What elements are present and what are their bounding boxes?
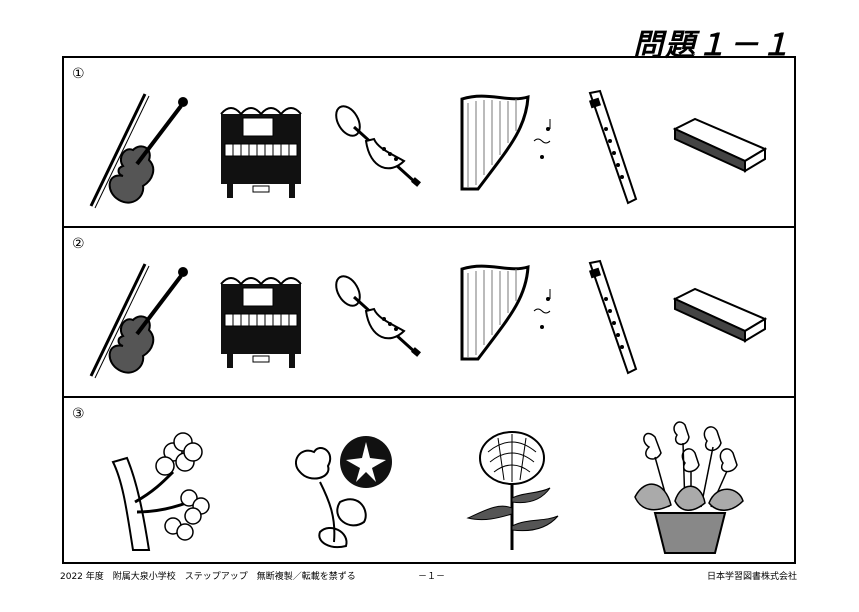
morning-glory-icon[interactable]: [280, 422, 400, 552]
recorder-icon[interactable]: [576, 259, 646, 379]
trumpet-icon[interactable]: [330, 269, 430, 369]
piano-icon[interactable]: [211, 264, 311, 374]
cyclamen-icon[interactable]: [625, 417, 755, 557]
row-number: ③: [72, 406, 85, 422]
harmonica-icon[interactable]: [665, 279, 775, 359]
question-row-3: ③: [64, 398, 794, 562]
row-number: ②: [72, 236, 85, 252]
piano-icon[interactable]: [211, 94, 311, 204]
question-row-1: ①: [64, 58, 794, 228]
question-row-2: ②: [64, 228, 794, 398]
violin-icon[interactable]: [83, 254, 193, 384]
page-number: －１－: [418, 572, 446, 582]
cherry-blossom-icon[interactable]: [103, 422, 223, 552]
trumpet-icon[interactable]: [330, 99, 430, 199]
harp-icon[interactable]: [448, 259, 558, 379]
violin-icon[interactable]: [83, 84, 193, 214]
chrysanthemum-icon[interactable]: [458, 422, 568, 552]
footer-left: 2022 年度 附属大泉小学校 ステップアップ 無断複製／転載を禁ずる: [60, 572, 356, 582]
page-footer: 2022 年度 附属大泉小学校 ステップアップ 無断複製／転載を禁ずる －１－ …: [60, 569, 797, 583]
harp-icon[interactable]: [448, 89, 558, 209]
publisher: 日本学習図書株式会社: [706, 572, 797, 582]
row-number: ①: [72, 66, 85, 82]
question-frame: ①: [62, 56, 796, 564]
harmonica-icon[interactable]: [665, 109, 775, 189]
recorder-icon[interactable]: [576, 89, 646, 209]
